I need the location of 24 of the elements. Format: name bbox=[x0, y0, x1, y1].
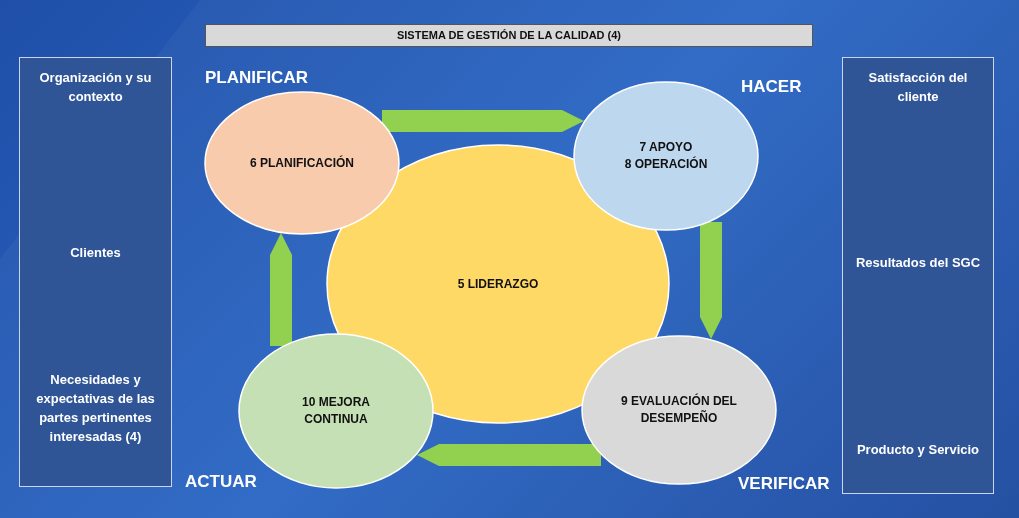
phase-label: VERIFICAR bbox=[738, 474, 830, 494]
node-label: 6 PLANIFICACIÓN bbox=[250, 154, 354, 172]
panel-text: Organización y su contexto bbox=[38, 69, 153, 106]
arrow bbox=[700, 222, 722, 339]
node-label: 10 MEJORA CONTINUA bbox=[301, 394, 371, 428]
arrow bbox=[382, 110, 584, 132]
panel-text: Satisfacción del cliente bbox=[867, 69, 969, 106]
phase-label: PLANIFICAR bbox=[205, 68, 308, 88]
node-label: 8 OPERACIÓN bbox=[624, 156, 708, 173]
arrow bbox=[417, 444, 601, 466]
phase-label: HACER bbox=[741, 77, 802, 97]
process-ellipse bbox=[204, 91, 400, 235]
node-label: 7 APOYO bbox=[639, 139, 693, 156]
panel-text: Producto y Servicio bbox=[855, 441, 981, 459]
node-label: 5 LIDERAZGO bbox=[457, 275, 539, 293]
title-bar: SISTEMA DE GESTIÓN DE LA CALIDAD (4) bbox=[205, 24, 813, 47]
panel-text: Resultados del SGC bbox=[854, 254, 982, 272]
side-panel bbox=[19, 57, 172, 487]
node-label: 9 EVALUACIÓN DEL DESEMPEÑO bbox=[620, 393, 738, 427]
panel-text: Necesidades y expectativas de las partes pertinentes interesadas (4) bbox=[35, 371, 156, 446]
panel-text: Clientes bbox=[69, 244, 122, 262]
side-panel bbox=[842, 57, 994, 494]
phase-label: ACTUAR bbox=[185, 472, 257, 492]
arrow bbox=[270, 233, 292, 346]
